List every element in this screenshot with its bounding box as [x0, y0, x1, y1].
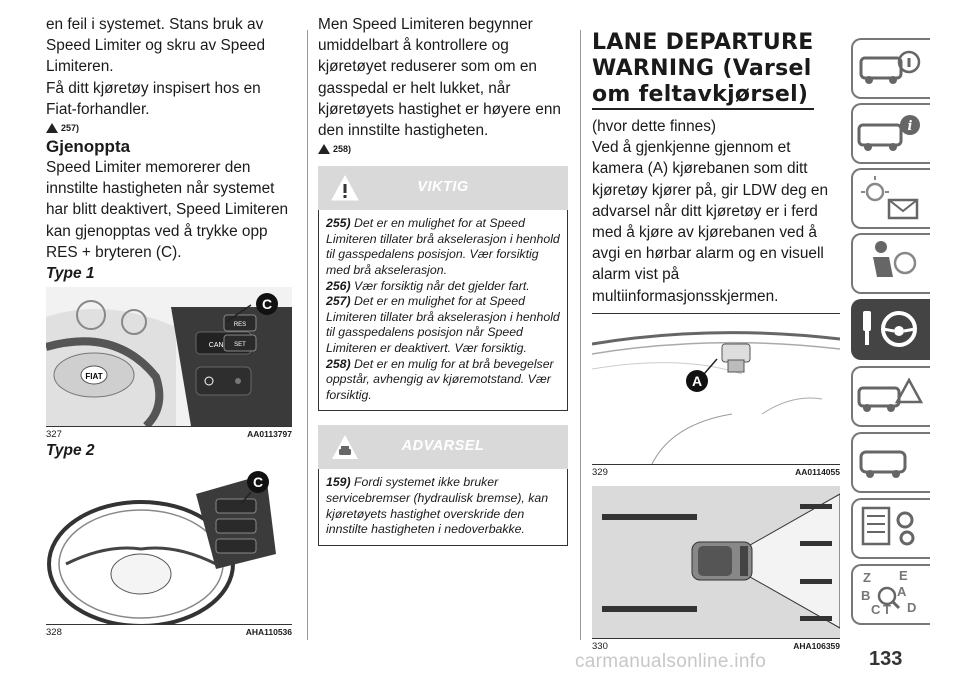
svg-text:SET: SET [234, 342, 246, 348]
watermark-footer: carmanualsonline.info [575, 651, 767, 672]
paragraph: Ved å gjenkjenne gjennom et kamera (A) k… [592, 139, 829, 305]
viktig-header: VIKTIG [318, 166, 568, 211]
car-warning-icon [332, 435, 358, 460]
section-title: LANE DEPARTURE [592, 30, 814, 55]
paragraph: Få ditt kjøretøy inspisert hos en Fiat-f… [46, 79, 261, 118]
svg-text:D: D [907, 600, 916, 615]
type-label: Type 1 [46, 265, 95, 283]
note: 257) Det er en mulighet for at Speed Lim… [326, 294, 560, 355]
sidebar-tab-car-breakdown[interactable] [851, 366, 930, 427]
warning-reference: 258) [318, 144, 568, 155]
svg-text:E: E [899, 568, 908, 583]
car-breakdown-icon [857, 377, 924, 412]
list-settings-icon [861, 506, 915, 546]
figure-code: AHA106359 [793, 640, 840, 651]
paragraph: Speed Limiter memorerer den innstilte ha… [46, 159, 289, 261]
note: 258) Det er en mulig for at brå bevegels… [326, 356, 554, 402]
svg-text:FIAT: FIAT [85, 372, 102, 381]
column-2: Men Speed Limiteren begynner umiddelbart… [318, 14, 568, 546]
index-letters-icon: Z E B A C T D [861, 568, 916, 617]
note: 159) Fordi systemet ikke bruker serviceb… [326, 475, 549, 537]
viktig-title: VIKTIG [417, 179, 469, 196]
figure-caption: 330 AHA106359 [592, 641, 840, 652]
figure-code: AA0113797 [247, 429, 292, 440]
sidebar-tab-car-service[interactable] [851, 432, 930, 493]
figure-caption: 327 AA0113797 [46, 429, 292, 440]
figure-number: 330 [592, 640, 608, 652]
warning-reference: 257) [46, 123, 292, 134]
figure-329: A [592, 312, 840, 465]
figure-code: AA0114055 [795, 466, 840, 477]
svg-text:B: B [861, 588, 870, 603]
svg-text:A: A [897, 584, 907, 599]
figure-330 [592, 485, 840, 639]
section-title: om feltavkjørsel) [592, 82, 809, 107]
advarsel-title: ADVARSEL [401, 438, 485, 455]
svg-text:C: C [871, 602, 881, 617]
paragraph: en feil i systemet. Stans bruk av Speed … [46, 16, 266, 76]
warning-triangle-icon [46, 123, 58, 134]
advarsel-body: 159) Fordi systemet ikke bruker serviceb… [318, 469, 568, 546]
windshield-camera-illustration: A [592, 313, 840, 464]
note: 255) Det er en mulighet for at Speed Lim… [326, 216, 560, 277]
svg-text:C: C [262, 296, 272, 312]
sidebar-tab-person-airbag[interactable] [851, 233, 930, 294]
car-service-icon [859, 450, 907, 478]
page-number: 133 [869, 648, 903, 670]
key-steering-wheel-icon [863, 311, 917, 347]
viktig-body: 255) Det er en mulighet for at Speed Lim… [318, 210, 568, 412]
note: 256) Vær forsiktig når det gjelder fart. [326, 278, 530, 293]
figure-327: FIAT CANCEL RES SET C [46, 287, 292, 428]
advarsel-header: ADVARSEL [318, 425, 568, 470]
sidebar-tab-key-steering-wheel[interactable] [851, 299, 930, 360]
lane-departure-diagram [592, 485, 840, 638]
title-underline [592, 108, 814, 110]
svg-text:RES: RES [234, 322, 246, 328]
svg-text:CANCEL: CANCEL [209, 342, 238, 349]
svg-text:A: A [692, 373, 702, 389]
figure-328: C [46, 464, 292, 626]
sidebar-tab-index[interactable]: Z E B A C T D [851, 564, 930, 625]
svg-text:C: C [253, 474, 263, 490]
figure-caption: 329 AA0114055 [592, 467, 840, 478]
exclamation-warning-icon [331, 175, 359, 201]
car-info-icon [859, 50, 921, 84]
car-warning-light-icon: i [857, 115, 920, 151]
svg-text:i: i [908, 119, 913, 134]
figure-caption: 328 AHA110536 [46, 627, 292, 638]
steering-wheel-type2-illustration: C [46, 464, 292, 625]
svg-text:T: T [883, 602, 891, 617]
figure-number: 328 [46, 627, 62, 639]
column-1: en feil i systemet. Stans bruk av Speed … [46, 14, 292, 638]
column-divider [307, 30, 308, 640]
lights-mail-icon [861, 176, 919, 220]
column-divider [580, 30, 581, 640]
paragraph: (hvor dette finnes) [592, 118, 717, 135]
section-heading: Gjenoppta [46, 137, 131, 157]
person-airbag-icon [873, 241, 917, 277]
type-label: Type 2 [46, 442, 95, 460]
figure-number: 329 [592, 466, 608, 478]
warning-triangle-icon [318, 144, 330, 155]
column-3: LANE DEPARTURE WARNING (Varsel om feltav… [592, 30, 840, 652]
paragraph: Men Speed Limiteren begynner umiddelbart… [318, 16, 561, 140]
sidebar-tab-list-settings[interactable] [851, 498, 930, 559]
figure-code: AHA110536 [245, 627, 292, 638]
sidebar-tab-car-warning-light[interactable]: i [851, 103, 930, 164]
steering-wheel-type1-illustration: FIAT CANCEL RES SET C [46, 287, 292, 427]
sidebar-tab-car-info[interactable] [851, 38, 930, 99]
figure-number: 327 [46, 429, 62, 441]
section-title: WARNING (Varsel [592, 56, 812, 81]
sidebar-tab-lights-mail[interactable] [851, 168, 930, 229]
svg-text:Z: Z [863, 570, 871, 585]
